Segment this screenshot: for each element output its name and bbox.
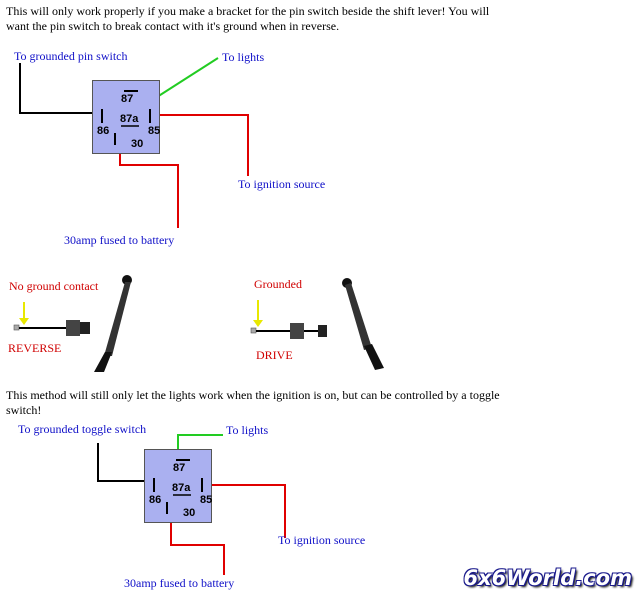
relay2-ignition-wire — [210, 484, 286, 538]
relay2-ignition-label: To ignition source — [278, 533, 366, 547]
relay2-ground-label: To grounded toggle switch — [18, 422, 147, 436]
relay2-pin-87: 87 — [173, 462, 186, 474]
relay2-ground-wire — [97, 443, 150, 482]
reverse-shift-lever — [94, 275, 132, 372]
middle-line-2: switch! — [6, 403, 42, 417]
relay2-pin-86: 86 — [149, 494, 162, 506]
relay1-battery-label: 30amp fused to battery — [64, 233, 175, 247]
reverse-gear-label: REVERSE — [8, 341, 62, 355]
relay1-ignition-wire — [158, 114, 249, 176]
relay2-body: 87 87a 86 85 30 — [144, 449, 212, 523]
relay2-pin-30: 30 — [183, 507, 196, 519]
relay2-lights-label: To lights — [226, 423, 269, 437]
relay2-pin-87a: 87a — [172, 482, 191, 494]
relay1-lights-label: To lights — [222, 50, 265, 64]
site-watermark: 6x6World.com — [463, 566, 632, 590]
reverse-pin-switch — [13, 302, 90, 336]
relay1-body: 87 87a 86 85 30 — [92, 80, 160, 154]
relay1-pin-87: 87 — [121, 93, 134, 105]
relay2-pin-85: 85 — [200, 494, 213, 506]
relay1-ground-label: To grounded pin switch — [14, 49, 128, 63]
relay2-battery-label: 30amp fused to battery — [124, 576, 235, 590]
drive-state-label: Grounded — [254, 277, 302, 291]
middle-line-1: This method will still only let the ligh… — [6, 388, 500, 402]
reverse-state-label: No ground contact — [9, 279, 99, 293]
relay1-pin-86: 86 — [97, 125, 110, 137]
intro-line-1: This will only work properly if you make… — [6, 4, 490, 18]
intro-line-2: want the pin switch to break contact wit… — [6, 19, 340, 33]
drive-pin-switch — [250, 300, 327, 339]
relay1-pin-30: 30 — [131, 138, 144, 150]
drive-shift-lever — [342, 278, 384, 370]
drive-gear-label: DRIVE — [256, 348, 293, 362]
relay1-ignition-label: To ignition source — [238, 177, 326, 191]
relay1-ground-wire — [19, 63, 92, 114]
relay1-pin-85: 85 — [148, 125, 161, 137]
relay2-battery-wire — [170, 505, 225, 575]
relay1-pin-87a: 87a — [120, 113, 139, 125]
